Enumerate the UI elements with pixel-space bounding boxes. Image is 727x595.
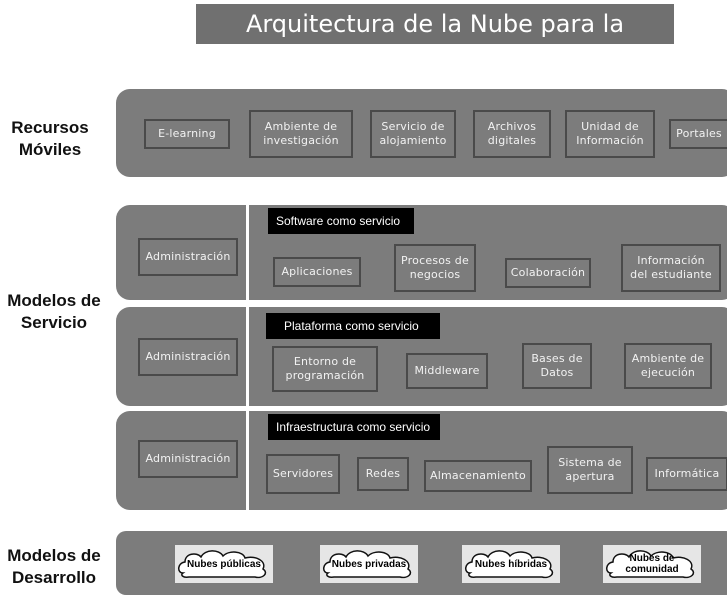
box-e-learning: E-learning: [144, 119, 230, 149]
box-servicio-alojamiento: Servicio de alojamiento: [370, 110, 456, 158]
box-servidores: Servidores: [266, 454, 340, 494]
cloud-nubes-comunidad: Nubes de comunidad: [603, 545, 701, 583]
box-middleware: Middleware: [406, 353, 488, 389]
cloud-nubes-hibridas: Nubes híbridas: [462, 545, 560, 583]
divider-paas: [246, 307, 249, 406]
box-ambiente-ejecucion: Ambiente de ejecución: [624, 343, 712, 389]
cloud-nubes-publicas: Nubes públicas: [175, 545, 273, 583]
cloud-label: Nubes privadas: [331, 558, 407, 570]
cloud-label: Nubes de comunidad: [625, 553, 679, 575]
box-informacion-estudiante: Información del estudiante: [621, 244, 721, 292]
cloud-icon: [320, 545, 418, 583]
diagram-title: Arquitectura de la Nube para la Universi…: [196, 4, 674, 78]
box-sistema-apertura: Sistema de apertura: [547, 446, 633, 494]
box-bases-datos: Bases de Datos: [522, 343, 592, 389]
header-saas: Software como servicio: [268, 208, 414, 234]
box-entorno-programacion: Entorno de programación: [272, 346, 378, 392]
box-portales: Portales: [669, 119, 727, 149]
divider-saas: [246, 205, 249, 300]
cloud-icon: [175, 545, 273, 583]
box-admin-saas: Administración: [138, 238, 238, 276]
box-almacenamiento: Almacenamiento: [424, 460, 532, 492]
cloud-label: Nubes híbridas: [474, 558, 548, 570]
box-ambiente-investigacion: Ambiente de investigación: [249, 110, 353, 158]
box-admin-paas: Administración: [138, 338, 238, 376]
cloud-icon: [462, 545, 560, 583]
box-unidad-informacion: Unidad de Información: [565, 110, 655, 158]
box-archivos-digitales: Archivos digitales: [473, 110, 551, 158]
label-recursos-moviles: Recursos Móviles: [11, 118, 89, 159]
box-redes: Redes: [357, 457, 409, 491]
label-modelos-servicio: Modelos de Servicio: [7, 291, 101, 332]
box-admin-iaas: Administración: [138, 440, 238, 478]
cloud-icon: [603, 545, 701, 583]
label-modelos-desarrollo: Modelos de Desarrollo: [7, 546, 101, 587]
box-informatica: Informática: [646, 457, 727, 491]
cloud-label: Nubes públicas: [187, 558, 261, 570]
header-paas: Plataforma como servicio: [266, 313, 440, 339]
box-aplicaciones: Aplicaciones: [273, 257, 361, 287]
cloud-nubes-privadas: Nubes privadas: [320, 545, 418, 583]
divider-iaas: [246, 411, 249, 510]
header-iaas: Infraestructura como servicio: [268, 414, 440, 440]
box-procesos-negocios: Procesos de negocios: [394, 244, 476, 292]
box-colaboracion: Colaboración: [505, 258, 591, 288]
